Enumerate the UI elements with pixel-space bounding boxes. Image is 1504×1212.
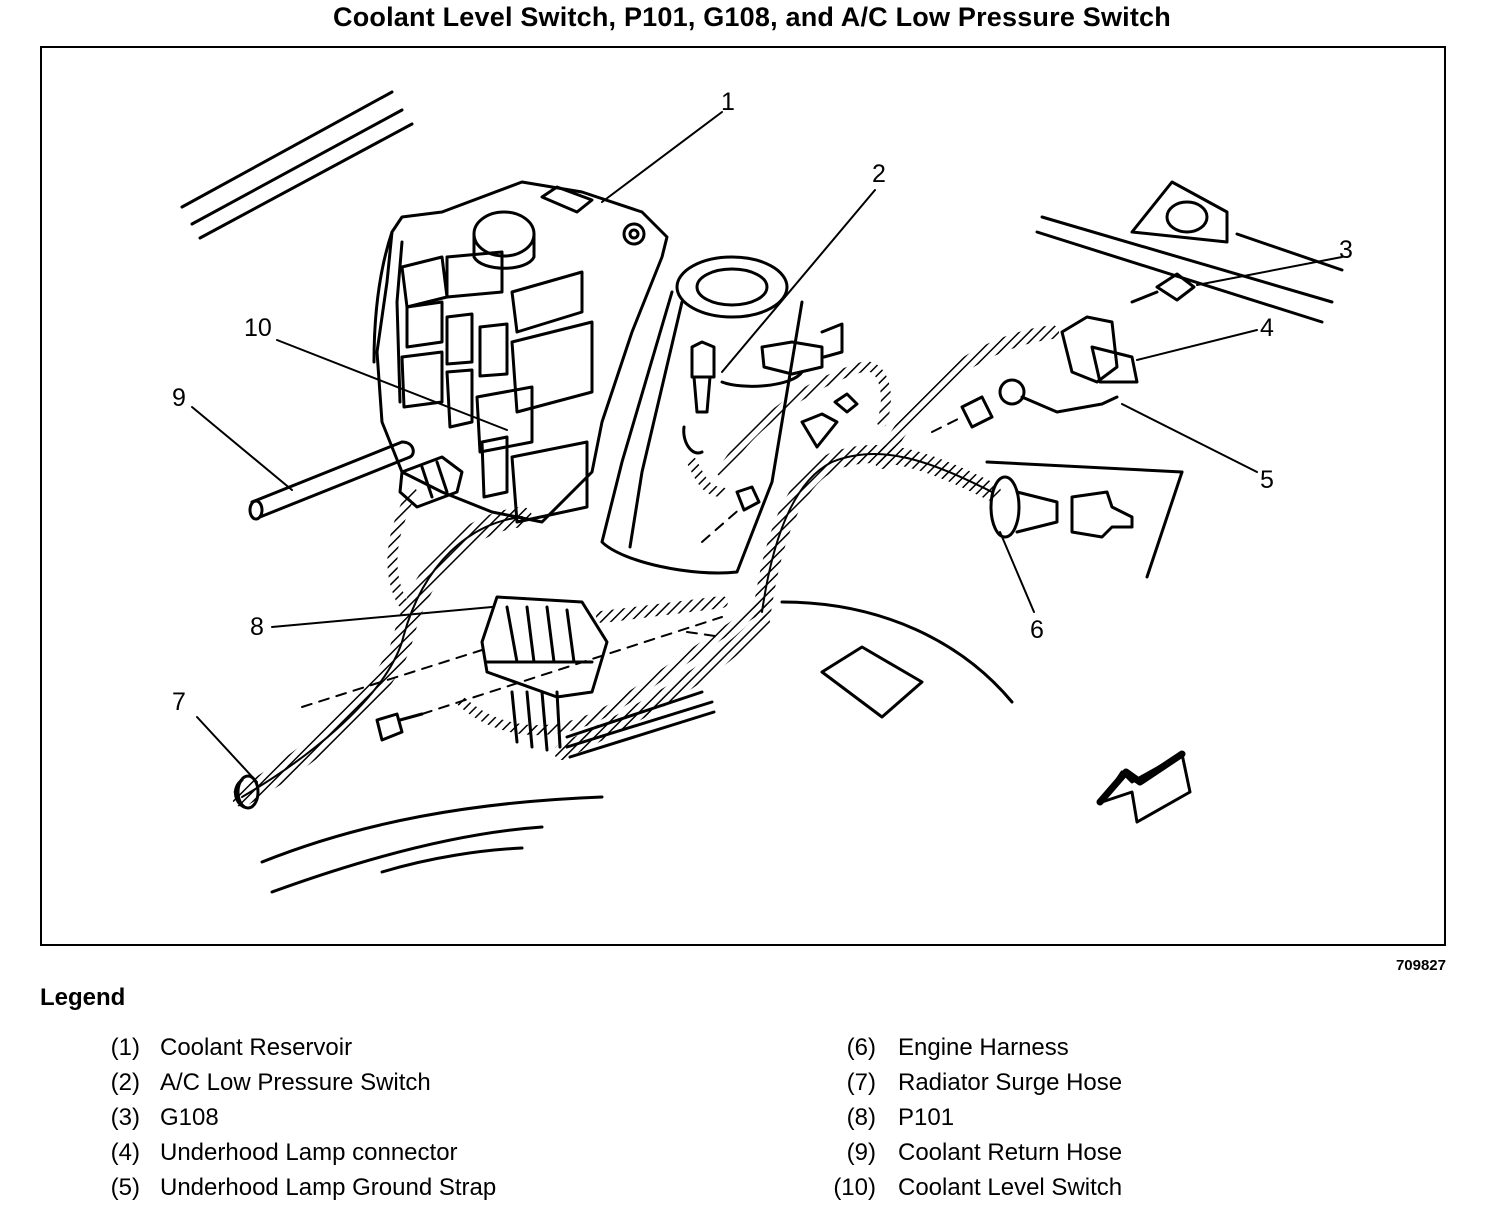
fender-lines [180,90,1344,894]
callout-1: 1 [721,88,735,116]
legend-number: (7) [846,1069,876,1096]
legend-label: Underhood Lamp connector [160,1139,458,1166]
legend-number: (1) [110,1034,140,1061]
callout-2: 2 [872,160,886,188]
callout-6: 6 [1030,616,1044,644]
callout-9: 9 [172,384,186,412]
legend-number: (6) [846,1034,876,1061]
legend-number: (5) [110,1174,140,1201]
ac-low-pressure-switch-drawing [682,322,844,455]
legend-label: A/C Low Pressure Switch [160,1069,431,1096]
legend-item: (2) A/C Low Pressure Switch [60,1069,496,1104]
leader-lines [191,111,1343,783]
legend-number: (2) [110,1069,140,1096]
callout-7: 7 [172,688,186,716]
legend-label: Coolant Level Switch [898,1174,1123,1201]
legend-item: (9) Coolant Return Hose [800,1139,1122,1174]
coolant-return-hose-drawing [248,440,415,521]
legend-item: (6) Engine Harness [800,1034,1122,1069]
legend-label: Engine Harness [898,1034,1069,1061]
diagram-title: Coolant Level Switch, P101, G108, and A/… [333,2,1171,32]
legend-heading: Legend [40,984,126,1011]
figure-number: 709827 [1395,957,1446,974]
legend-label: Coolant Reservoir [160,1034,353,1061]
legend-item: (8) P101 [800,1104,1122,1139]
legend-item: (7) Radiator Surge Hose [800,1069,1122,1104]
callout-8: 8 [250,613,264,641]
wiring-harness-drawing [232,325,1059,810]
legend-column-left: (1) Coolant Reservoir (2) A/C Low Pressu… [60,1034,497,1209]
callout-4: 4 [1260,314,1274,342]
legend-column-right: (6) Engine Harness (7) Radiator Surge Ho… [800,1034,1122,1209]
underhood-lamp-parts-drawing [960,272,1196,429]
legend-number: (9) [846,1139,876,1166]
legend-number: (10) [833,1174,876,1201]
legend-number: (8) [846,1104,876,1131]
coolant-reservoir-drawing [372,180,669,524]
p101-connector-drawing [480,595,609,752]
installation-lines [301,416,963,715]
engine-bay-illustration [180,90,1344,894]
engine-harness-grommet-drawing [985,460,1184,579]
fastener-drawings [375,392,859,742]
legend-item: (5) Underhood Lamp Ground Strap [60,1174,497,1209]
surge-tank-drawing [600,255,804,575]
legend-label: Radiator Surge Hose [898,1069,1123,1096]
diagram-figure: 1 2 3 4 5 6 7 8 9 10 [40,46,1446,946]
legend-item: (3) G108 [60,1104,496,1139]
legend-number: (4) [110,1139,140,1166]
legend-label: P101 [898,1104,955,1131]
coolant-level-connector-drawing [398,455,464,509]
legend-label: Underhood Lamp Ground Strap [160,1174,497,1201]
legend-item: (1) Coolant Reservoir [60,1034,496,1069]
callout-10: 10 [244,314,272,342]
legend-item: (10) Coolant Level Switch [800,1174,1122,1209]
legend-number: (3) [110,1104,140,1131]
direction-arrow [1096,750,1192,824]
legend-label: Coolant Return Hose [898,1139,1123,1166]
legend-label: G108 [160,1104,219,1131]
callout-3: 3 [1339,236,1353,264]
callout-5: 5 [1260,466,1274,494]
legend-item: (4) Underhood Lamp connector [60,1139,496,1174]
